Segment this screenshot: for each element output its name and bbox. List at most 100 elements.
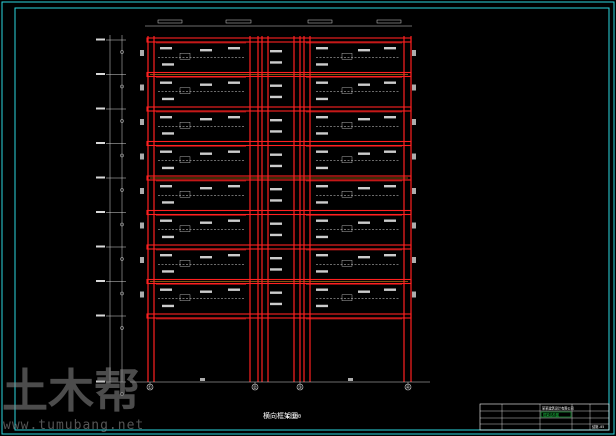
rebar-annotation xyxy=(160,254,172,257)
rebar-annotation xyxy=(316,116,328,119)
rebar-annotation xyxy=(384,288,396,291)
level-marker xyxy=(120,50,124,54)
watermark-logo: 土木帮 xyxy=(2,364,140,418)
rebar-annotation xyxy=(384,185,396,188)
rebar-annotation xyxy=(316,81,328,84)
column-tag xyxy=(140,153,144,160)
level-label xyxy=(96,107,105,110)
rebar-annotation xyxy=(162,235,174,239)
rebar-annotation xyxy=(160,185,172,188)
beam-floor-4 xyxy=(146,209,412,216)
dimension-box xyxy=(179,294,191,301)
rebar-annotation xyxy=(384,254,396,257)
ground-tag xyxy=(348,378,353,381)
title-block: 某某建筑设计有限公司 框架结构图 结施-05 xyxy=(479,403,610,431)
dimension-box xyxy=(179,191,191,198)
title-sheet: 结施-05 xyxy=(592,424,604,429)
rebar-annotation xyxy=(200,118,212,121)
beam-floor-3 xyxy=(146,244,412,250)
column-tag xyxy=(412,153,416,160)
rebar-annotation xyxy=(270,84,282,87)
level-marker xyxy=(120,257,124,261)
beam-floor-6 xyxy=(146,140,412,147)
dimension-box xyxy=(179,122,191,129)
rebar-annotation xyxy=(316,288,328,291)
rebar-annotation xyxy=(160,288,172,291)
rebar-annotation xyxy=(270,222,282,225)
rebar-annotation xyxy=(358,118,370,121)
rebar-annotation xyxy=(160,116,172,119)
rebar-annotation xyxy=(270,291,282,294)
rebar-annotation xyxy=(270,302,282,306)
rebar-annotation xyxy=(228,254,240,257)
ground-tag xyxy=(200,378,205,381)
dimension-box xyxy=(179,225,191,232)
top-dimension-label xyxy=(157,19,183,24)
level-marker xyxy=(120,188,124,192)
drawing-caption: 横向框架图 xyxy=(263,411,298,420)
rebar-annotation xyxy=(162,201,174,204)
column-tag xyxy=(412,50,416,56)
rebar-annotation xyxy=(316,97,328,101)
top-dimension-label xyxy=(225,19,252,24)
level-label xyxy=(96,176,105,179)
axis-label: ④ xyxy=(406,385,411,391)
rebar-annotation xyxy=(200,221,212,224)
column-tag xyxy=(412,188,416,194)
dimension-box xyxy=(341,225,353,232)
column-tag xyxy=(140,222,144,229)
rebar-annotation xyxy=(162,63,174,66)
level-label xyxy=(96,211,105,213)
title-project: 框架结构图 xyxy=(543,412,559,417)
rebar-annotation xyxy=(228,150,240,153)
rebar-annotation xyxy=(384,116,396,119)
rebar-annotation xyxy=(358,290,370,293)
rebar-annotation xyxy=(316,304,328,308)
level-label xyxy=(96,380,105,383)
rebar-annotation xyxy=(270,95,282,99)
level-marker xyxy=(120,291,124,296)
dimension-box xyxy=(341,191,353,198)
rebar-annotation xyxy=(316,201,328,204)
rebar-annotation xyxy=(160,47,172,50)
level-marker xyxy=(120,222,124,227)
level-marker xyxy=(120,153,124,158)
rebar-annotation xyxy=(316,166,328,170)
axis-label: ③ xyxy=(298,385,303,391)
rebar-annotation xyxy=(160,150,172,153)
column-tag xyxy=(140,50,144,56)
rebar-annotation xyxy=(200,83,212,86)
axis-bubble xyxy=(251,383,259,391)
rebar-annotation xyxy=(200,256,212,259)
top-dimension-label xyxy=(376,19,402,24)
axis-label: ② xyxy=(253,385,258,391)
rebar-annotation xyxy=(200,152,212,155)
dimension-box xyxy=(341,294,353,301)
rebar-annotation xyxy=(228,219,240,222)
dimension-box xyxy=(179,260,191,267)
watermark: 土木帮 www.tumubang.net xyxy=(2,364,143,433)
column-tag xyxy=(140,257,144,263)
rebar-annotation xyxy=(358,49,370,52)
axis-bubble xyxy=(404,383,412,391)
rebar-annotation xyxy=(316,235,328,239)
rebar-annotation xyxy=(270,61,282,64)
rebar-annotation xyxy=(200,290,212,293)
title-company: 某某建筑设计有限公司 xyxy=(542,406,574,411)
rebar-annotation xyxy=(162,132,174,135)
dimension-box xyxy=(341,53,353,60)
rebar-annotation xyxy=(358,152,370,155)
dimension-box xyxy=(179,87,191,94)
column-tag xyxy=(140,84,144,91)
rebar-annotation xyxy=(384,150,396,153)
rebar-annotation xyxy=(270,153,282,156)
rebar-annotation xyxy=(384,219,396,222)
level-marker xyxy=(120,326,124,330)
rebar-annotation xyxy=(200,49,212,52)
rebar-annotation xyxy=(316,132,328,135)
rebar-annotation xyxy=(270,50,282,53)
rebar-annotation xyxy=(270,119,282,122)
rebar-annotation xyxy=(358,256,370,259)
